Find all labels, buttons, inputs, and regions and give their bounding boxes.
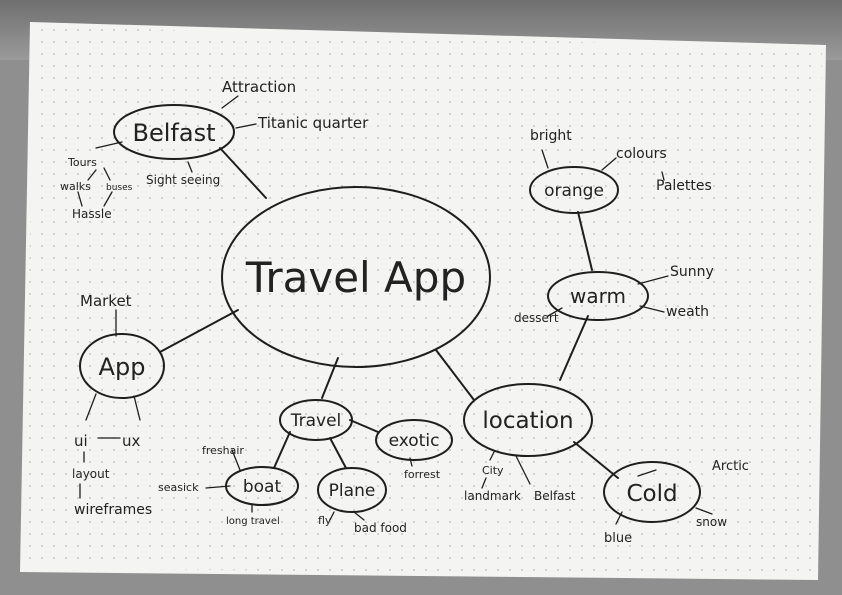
connector-travel-plane bbox=[329, 437, 347, 469]
center-node-outline bbox=[221, 186, 491, 368]
connector-location-warm bbox=[559, 315, 589, 381]
boat-node-outline bbox=[225, 466, 299, 506]
arctic-label: Arctic bbox=[712, 459, 749, 474]
belfast-node-outline bbox=[113, 104, 235, 160]
forrest-label: forrest bbox=[404, 468, 441, 481]
long-travel-label: long travel bbox=[226, 516, 280, 527]
blue-label: blue bbox=[604, 531, 632, 546]
travel-node-label: Travel bbox=[290, 411, 342, 431]
connector-travel-boat bbox=[273, 431, 291, 469]
dot-grid bbox=[24, 26, 822, 576]
connector-warm-orange bbox=[577, 211, 593, 271]
orange-node-label: orange bbox=[544, 181, 604, 201]
warm-node-label: warm bbox=[570, 284, 626, 308]
snow-label: snow bbox=[696, 515, 727, 529]
connector-center-app bbox=[159, 309, 239, 353]
cold-node-outline bbox=[603, 461, 701, 523]
location-node-label: location bbox=[482, 408, 573, 434]
ui-label: ui bbox=[74, 432, 88, 450]
weath-label: weath bbox=[666, 304, 709, 320]
freshair-label: freshair bbox=[202, 444, 244, 457]
layout-label: layout bbox=[72, 467, 110, 481]
exotic-node-label: exotic bbox=[389, 431, 440, 451]
bad-food-label: bad food bbox=[354, 521, 407, 535]
plane-node-outline bbox=[317, 467, 387, 513]
connector-center-location bbox=[435, 349, 475, 401]
connector-location-cold bbox=[573, 441, 619, 479]
plane-node-label: Plane bbox=[329, 481, 376, 501]
wireframes-label: wireframes bbox=[74, 502, 152, 518]
sunny-label: Sunny bbox=[670, 264, 714, 280]
orange-node-outline bbox=[529, 166, 619, 214]
seasick-label: seasick bbox=[158, 481, 199, 494]
hassle-label: Hassle bbox=[72, 207, 112, 221]
walks-label: walks bbox=[60, 180, 91, 193]
bright-label: bright bbox=[530, 128, 572, 144]
connector-travel-exotic bbox=[349, 419, 379, 433]
tours-label: Tours bbox=[67, 156, 97, 169]
belfast-word-label: Belfast bbox=[534, 489, 576, 503]
location-node-outline bbox=[463, 383, 593, 457]
colours-label: colours bbox=[616, 146, 667, 162]
travel-node-outline bbox=[279, 399, 353, 441]
cold-node-label: Cold bbox=[626, 481, 677, 507]
dessert-label: dessert bbox=[514, 311, 559, 325]
landmark-label: landmark bbox=[464, 489, 521, 503]
ux-label: ux bbox=[122, 432, 141, 450]
center-node-label: Travel App bbox=[245, 253, 466, 302]
boat-node-label: boat bbox=[243, 477, 282, 497]
belfast-node-label: Belfast bbox=[133, 119, 216, 147]
app-node-outline bbox=[79, 333, 165, 399]
sightseeing-label: Sight seeing bbox=[146, 173, 220, 187]
attraction-label: Attraction bbox=[222, 78, 296, 96]
city-label: City bbox=[482, 464, 504, 477]
market-label: Market bbox=[80, 292, 132, 310]
app-node-label: App bbox=[99, 353, 146, 381]
exotic-node-outline bbox=[375, 419, 453, 461]
buses-label: buses bbox=[106, 183, 133, 193]
fly-label: fly bbox=[318, 514, 332, 527]
titanic-quarter-label: Titanic quarter bbox=[257, 114, 369, 132]
warm-node-outline bbox=[547, 271, 649, 321]
connector-center-belfast bbox=[219, 147, 267, 199]
palettes-label: Palettes bbox=[656, 178, 712, 194]
connector-center-travel bbox=[321, 357, 339, 399]
